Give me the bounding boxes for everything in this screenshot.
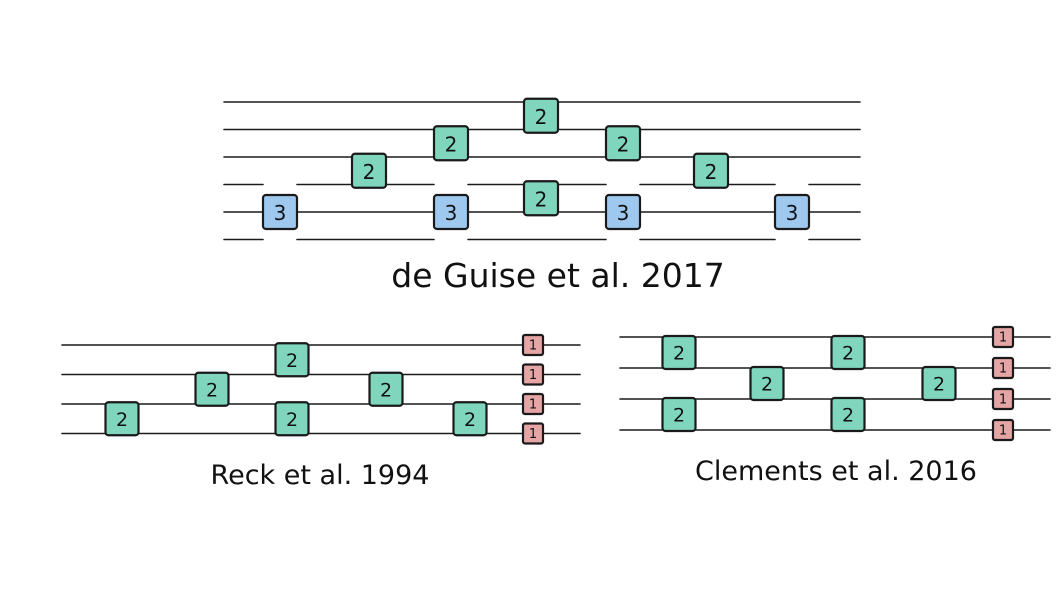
box-label: 2 bbox=[206, 379, 218, 401]
component-boxes: 2 2 2 2 2 2 1 1 1 1 bbox=[104, 333, 545, 445]
two-mode-unitary-box: 2 bbox=[661, 334, 697, 371]
phase-label: 1 bbox=[529, 427, 537, 442]
phase-shifter-box: 1 bbox=[521, 422, 545, 445]
box-label: 3 bbox=[617, 201, 630, 225]
box-label: 2 bbox=[535, 187, 548, 211]
box-label: 3 bbox=[274, 201, 287, 225]
two-mode-unitary-box: 2 bbox=[921, 365, 957, 402]
phase-shifter-box: 1 bbox=[521, 392, 545, 416]
two-mode-unitary-box: 2 bbox=[830, 334, 866, 371]
three-mode-unitary-box: 3 bbox=[604, 193, 642, 231]
de-guise-diagram: 3 2 3 2 2 2 3 2 2 3 de Guise et al. 2017 bbox=[223, 97, 861, 295]
box-label: 2 bbox=[380, 379, 392, 401]
box-label: 2 bbox=[116, 409, 128, 431]
two-mode-unitary-box: 2 bbox=[350, 152, 388, 189]
phase-label: 1 bbox=[529, 398, 537, 413]
box-label: 2 bbox=[464, 409, 476, 431]
box-label: 2 bbox=[286, 350, 298, 372]
phase-shifter-box: 1 bbox=[991, 356, 1015, 380]
two-mode-unitary-box: 2 bbox=[522, 180, 560, 217]
box-label: 2 bbox=[286, 409, 298, 431]
two-mode-unitary-box: 2 bbox=[749, 365, 785, 402]
box-label: 3 bbox=[445, 201, 458, 225]
two-mode-unitary-box: 2 bbox=[604, 125, 642, 162]
clements-diagram: 2 2 2 2 2 2 1 1 1 1 Clements et al. 2016 bbox=[619, 325, 1051, 487]
two-mode-unitary-box: 2 bbox=[194, 371, 230, 407]
waveguide-wires bbox=[223, 101, 861, 241]
box-label: 2 bbox=[363, 160, 376, 184]
box-label: 2 bbox=[842, 405, 854, 427]
two-mode-unitary-box: 2 bbox=[692, 152, 730, 189]
three-mode-unitary-box: 3 bbox=[773, 193, 811, 231]
reck-diagram: 2 2 2 2 2 2 1 1 1 1 Reck et al. 1994 bbox=[61, 333, 581, 491]
box-label: 2 bbox=[761, 374, 773, 396]
phase-shifter-box: 1 bbox=[991, 418, 1015, 442]
phase-label: 1 bbox=[999, 424, 1007, 439]
two-mode-unitary-box: 2 bbox=[830, 396, 866, 433]
box-label: 2 bbox=[705, 160, 718, 184]
two-mode-unitary-box: 2 bbox=[274, 342, 310, 378]
waveguide-wires bbox=[61, 344, 581, 435]
two-mode-unitary-box: 2 bbox=[104, 401, 140, 437]
box-label: 2 bbox=[535, 105, 548, 129]
reck-caption: Reck et al. 1994 bbox=[211, 460, 430, 491]
component-boxes: 2 2 2 2 2 2 1 1 1 1 bbox=[661, 325, 1015, 442]
phase-label: 1 bbox=[999, 362, 1007, 377]
phase-shifter-box: 1 bbox=[991, 325, 1015, 349]
two-mode-unitary-box: 2 bbox=[661, 396, 697, 433]
phase-label: 1 bbox=[529, 368, 537, 383]
box-label: 2 bbox=[673, 343, 685, 365]
box-label: 2 bbox=[842, 343, 854, 365]
box-label: 2 bbox=[933, 374, 945, 396]
component-boxes: 3 2 3 2 2 2 3 2 2 3 bbox=[261, 97, 811, 231]
box-label: 2 bbox=[445, 132, 458, 156]
two-mode-unitary-box: 2 bbox=[452, 401, 488, 437]
phase-shifter-box: 1 bbox=[521, 333, 545, 357]
clements-caption: Clements et al. 2016 bbox=[695, 456, 977, 487]
box-label: 2 bbox=[617, 132, 630, 156]
box-label: 3 bbox=[786, 201, 799, 225]
de-guise-caption: de Guise et al. 2017 bbox=[391, 256, 724, 295]
three-mode-unitary-box: 3 bbox=[432, 193, 470, 231]
three-mode-unitary-box: 3 bbox=[261, 193, 299, 231]
phase-label: 1 bbox=[529, 339, 537, 354]
phase-shifter-box: 1 bbox=[991, 387, 1015, 411]
phase-label: 1 bbox=[999, 393, 1007, 408]
box-label: 2 bbox=[673, 405, 685, 427]
two-mode-unitary-box: 2 bbox=[368, 371, 404, 407]
two-mode-unitary-box: 2 bbox=[522, 97, 560, 134]
phase-label: 1 bbox=[999, 331, 1007, 346]
two-mode-unitary-box: 2 bbox=[432, 125, 470, 162]
phase-shifter-box: 1 bbox=[521, 363, 545, 386]
waveguide-wires bbox=[619, 336, 1051, 431]
two-mode-unitary-box: 2 bbox=[274, 401, 310, 437]
